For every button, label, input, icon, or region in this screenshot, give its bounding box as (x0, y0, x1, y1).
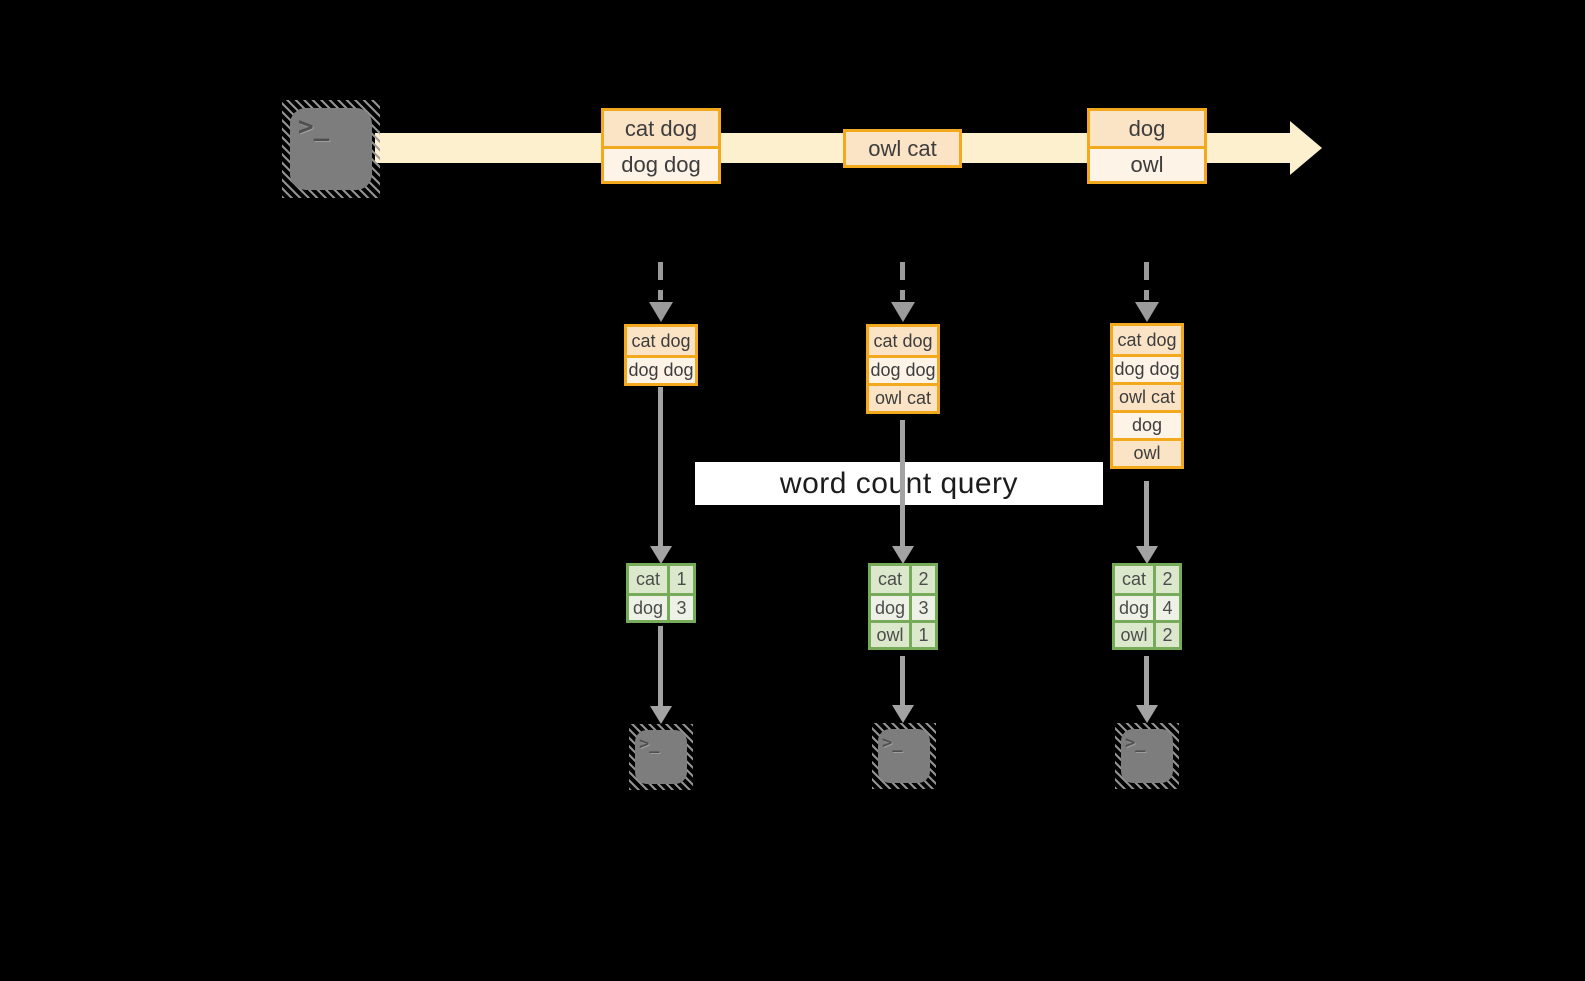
output-arrowhead-icon (1136, 705, 1158, 723)
query-arrowhead-icon (892, 546, 914, 564)
terminal-output-icon: >_ (872, 723, 936, 789)
table-row: cat 2 (1115, 566, 1179, 593)
table-row: owl 2 (1115, 620, 1179, 647)
stream-timeline-arrowhead-icon (1290, 121, 1322, 175)
state-record: owl cat (1113, 382, 1181, 410)
state-record: dog dog (1113, 354, 1181, 382)
query-arrow-line (1144, 481, 1149, 546)
terminal-body (1121, 729, 1173, 783)
word-cell: dog (629, 596, 670, 620)
state-record: owl (1113, 438, 1181, 466)
stream-record: owl (1090, 146, 1204, 181)
ingest-arrowhead-icon (649, 302, 673, 322)
state-record: cat dog (869, 327, 937, 355)
table-row: owl 1 (871, 620, 935, 647)
word-cell: cat (1115, 566, 1156, 593)
table-row: cat 1 (629, 566, 693, 593)
word-cell: dog (871, 596, 912, 620)
query-label-banner: word count query (695, 462, 1103, 505)
stream-event-box-3: dog owl (1087, 108, 1207, 184)
word-cell: owl (1115, 623, 1156, 647)
state-stack-3: cat dog dog dog owl cat dog owl (1110, 323, 1184, 469)
ingest-arrow-line (1144, 262, 1149, 300)
terminal-body (635, 730, 687, 784)
output-arrowhead-icon (892, 705, 914, 723)
state-stack-2: cat dog dog dog owl cat (866, 324, 940, 414)
state-stack-1: cat dog dog dog (624, 324, 698, 386)
output-arrow-line (658, 626, 663, 706)
table-row: dog 3 (629, 593, 693, 620)
count-cell: 2 (1156, 566, 1179, 593)
terminal-source-icon: >_ (282, 100, 380, 198)
state-record: cat dog (627, 327, 695, 355)
state-record: dog dog (869, 355, 937, 383)
word-count-table-2: cat 2 dog 3 owl 1 (868, 563, 938, 650)
stream-record: cat dog (604, 111, 718, 146)
state-record: owl cat (869, 383, 937, 411)
count-cell: 4 (1156, 596, 1179, 620)
table-row: cat 2 (871, 566, 935, 593)
word-cell: owl (871, 623, 912, 647)
terminal-body (290, 108, 372, 190)
word-count-table-1: cat 1 dog 3 (626, 563, 696, 623)
word-cell: dog (1115, 596, 1156, 620)
terminal-output-icon: >_ (629, 724, 693, 790)
ingest-arrowhead-icon (891, 302, 915, 322)
terminal-prompt-icon: >_ (639, 734, 660, 754)
state-record: dog dog (627, 355, 695, 383)
terminal-prompt-icon: >_ (1125, 733, 1146, 753)
stream-record: dog (1090, 111, 1204, 146)
stream-record: dog dog (604, 146, 718, 181)
query-label: word count query (779, 466, 1019, 500)
ingest-arrow-line (900, 262, 905, 300)
count-cell: 1 (912, 623, 935, 647)
terminal-body (878, 729, 930, 783)
state-record: dog (1113, 410, 1181, 438)
query-arrow-line (900, 420, 905, 546)
query-arrow-line (658, 387, 663, 546)
table-row: dog 4 (1115, 593, 1179, 620)
terminal-output-icon: >_ (1115, 723, 1179, 789)
count-cell: 2 (912, 566, 935, 593)
count-cell: 3 (670, 596, 693, 620)
output-arrowhead-icon (650, 706, 672, 724)
stream-record: owl cat (846, 132, 959, 165)
word-cell: cat (629, 566, 670, 593)
count-cell: 3 (912, 596, 935, 620)
table-row: dog 3 (871, 593, 935, 620)
terminal-prompt-icon: >_ (298, 112, 330, 142)
output-arrow-line (900, 656, 905, 705)
ingest-arrow-line (658, 262, 663, 300)
word-cell: cat (871, 566, 912, 593)
count-cell: 2 (1156, 623, 1179, 647)
terminal-prompt-icon: >_ (882, 733, 903, 753)
stream-event-box-2: owl cat (843, 129, 962, 168)
ingest-arrowhead-icon (1135, 302, 1159, 322)
query-arrowhead-icon (650, 546, 672, 564)
word-count-table-3: cat 2 dog 4 owl 2 (1112, 563, 1182, 650)
stream-event-box-1: cat dog dog dog (601, 108, 721, 184)
query-arrowhead-icon (1136, 546, 1158, 564)
state-record: cat dog (1113, 326, 1181, 354)
output-arrow-line (1144, 656, 1149, 705)
count-cell: 1 (670, 566, 693, 593)
